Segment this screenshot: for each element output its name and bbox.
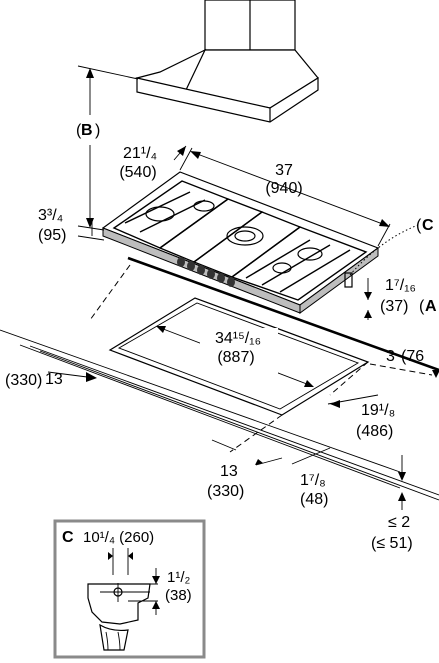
cooktop [101,171,380,314]
edge-offset-fraction: 1⁷/₁₆ [385,277,416,294]
range-hood [134,0,319,123]
cooktop-depth-metric: (540) [119,164,156,181]
svg-text:(: ( [416,217,422,234]
hood-height-label: B [81,122,93,139]
cooktop-depth-dimension: 21¹/₄ (540) [119,145,187,181]
cooktop-height-metric: (95) [38,227,66,244]
counter-thickness-value: ≤ 2 [388,514,410,531]
cutout-depth-metric: (486) [356,423,393,440]
cooktop-width-dimension: 37 (940) [179,147,391,247]
front-offset-metric: (48) [300,491,328,508]
cutout-width-metric: (887) [217,349,254,366]
rear-clearance-metric: (76 [401,348,424,365]
cutout-depth-dimension: 19¹/₈ (486) [327,394,395,440]
front-offset-dimension: 1⁷/₈ (48) [291,447,331,508]
cutout-width-fraction: 34¹⁵/₁₆ [215,330,261,347]
hood-height-dimension: ( B ) [76,65,139,228]
cutout-depth-fraction: 19¹/₈ [361,402,395,419]
cooktop-height-dimension: 3³/₄ (95) [38,207,105,244]
cutout-width-dimension: 34¹⁵/₁₆ (887) [156,326,314,387]
front-clearance-metric: (330) [207,483,244,500]
cooktop-depth-fraction: 21¹/₄ [123,145,157,162]
detail-c-ref-label: C [422,217,434,234]
left-clearance-value: 13 [45,371,63,388]
cooktop-width-value: 37 [275,162,293,179]
rear-clearance-value: 3 [386,348,395,365]
front-clearance-dimension: 13 (330) [207,439,283,500]
detail-c-box: C 10¹/₄ (260) 1¹/₂ (38) [53,519,206,659]
cooktop-height-fraction: 3³/₄ [38,207,63,224]
svg-text:): ) [95,122,100,139]
left-clearance-dimension: 13 (330) [5,371,97,389]
rear-clearance-dimension: 3 (76 [386,348,439,378]
left-clearance-metric: (330) [5,372,42,389]
edge-offset-dimension: 1⁷/₁₆ (37) ( A [364,277,437,320]
detail-c-height-metric: (38) [165,587,192,604]
counter-thickness-metric: (≤ 51) [371,535,413,552]
detail-c-width: 10¹/₄ (260) [83,529,154,546]
cooktop-width-metric: (940) [265,180,302,197]
front-clearance-value: 13 [220,463,238,480]
svg-text:(: ( [419,298,425,315]
edge-offset-metric: (37) [380,298,408,315]
counter-thickness-dimension: ≤ 2 (≤ 51) [371,455,413,552]
control-knobs [177,257,235,287]
svg-text:(: ( [76,122,82,139]
detail-c-label: C [62,529,74,546]
detail-c-reference: ( C [416,217,434,234]
front-offset-fraction: 1⁷/₈ [300,472,326,489]
countertop [0,256,439,501]
detail-c-height-fraction: 1¹/₂ [167,569,191,586]
edge-offset-label: A [425,298,437,315]
